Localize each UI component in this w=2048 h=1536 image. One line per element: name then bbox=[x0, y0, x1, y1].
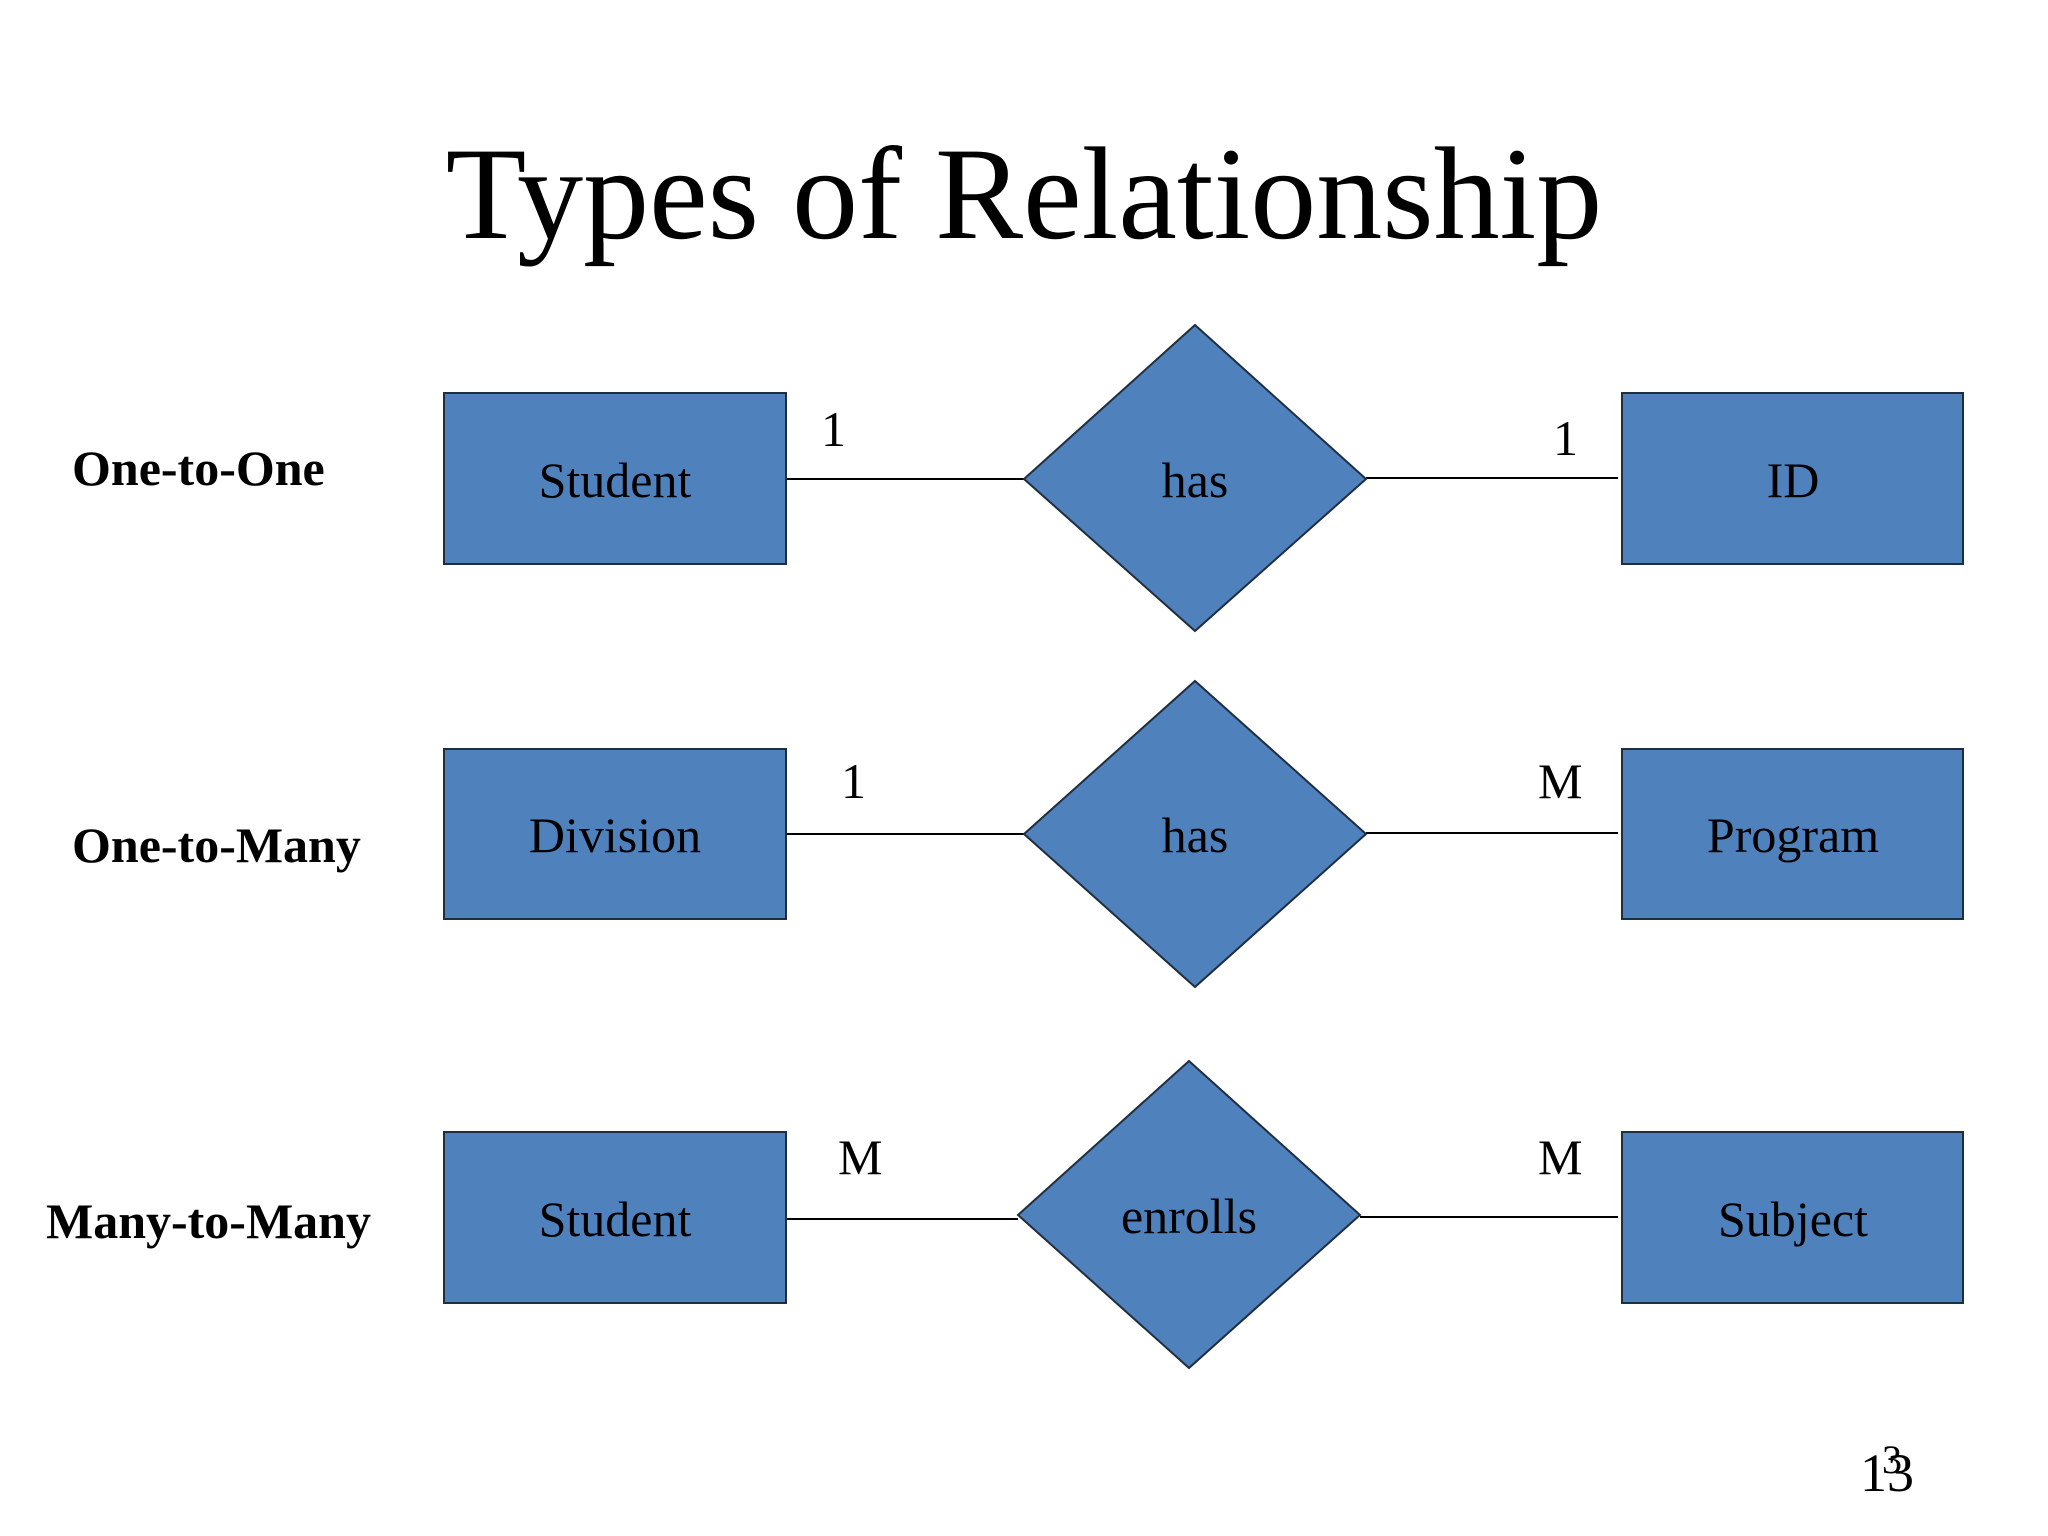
entity-box-left[interactable] bbox=[443, 748, 787, 920]
row-many-to-many: Many-to-Many Student M enrolls M Subject bbox=[46, 1059, 1964, 1370]
page-number-text: 13 bbox=[1860, 1443, 1914, 1503]
row-label: One-to-One bbox=[72, 440, 325, 496]
page-number: 13 3 bbox=[1860, 1440, 1914, 1503]
row-one-to-many: One-to-Many Division 1 has M Program bbox=[72, 679, 1964, 989]
cardinality-left: 1 bbox=[821, 401, 846, 457]
entity-label-right: ID bbox=[1767, 452, 1820, 508]
relationship-diamond[interactable] bbox=[1022, 679, 1368, 989]
entity-box-right[interactable] bbox=[1621, 748, 1964, 920]
page-number-overlay: 3 bbox=[1882, 1437, 1902, 1482]
entity-label-right: Program bbox=[1707, 807, 1879, 863]
entity-label-right: Subject bbox=[1718, 1191, 1868, 1247]
entity-box-right[interactable] bbox=[1621, 392, 1964, 565]
entity-box-left[interactable] bbox=[443, 392, 787, 565]
relationship-label: enrolls bbox=[1121, 1188, 1257, 1244]
cardinality-right: M bbox=[1538, 1129, 1582, 1185]
entity-label-left: Division bbox=[529, 807, 701, 863]
entity-label-left: Student bbox=[539, 452, 692, 508]
entity-label-left: Student bbox=[539, 1191, 692, 1247]
relationship-diamond[interactable] bbox=[1016, 1059, 1362, 1370]
cardinality-left: M bbox=[838, 1129, 882, 1185]
entity-box-left[interactable] bbox=[443, 1131, 787, 1304]
relationship-label: has bbox=[1162, 807, 1229, 863]
row-label: One-to-Many bbox=[72, 817, 361, 873]
relationship-label: has bbox=[1162, 452, 1229, 508]
cardinality-right: 1 bbox=[1553, 410, 1578, 466]
cardinality-left: 1 bbox=[841, 753, 866, 809]
relationship-diamond[interactable] bbox=[1022, 323, 1368, 633]
cardinality-right: M bbox=[1538, 753, 1582, 809]
entity-box-right[interactable] bbox=[1621, 1131, 1964, 1304]
slide-title: Types of Relationship bbox=[445, 120, 1603, 267]
row-label: Many-to-Many bbox=[46, 1193, 371, 1249]
row-one-to-one: One-to-One Student 1 has 1 ID bbox=[72, 323, 1964, 633]
